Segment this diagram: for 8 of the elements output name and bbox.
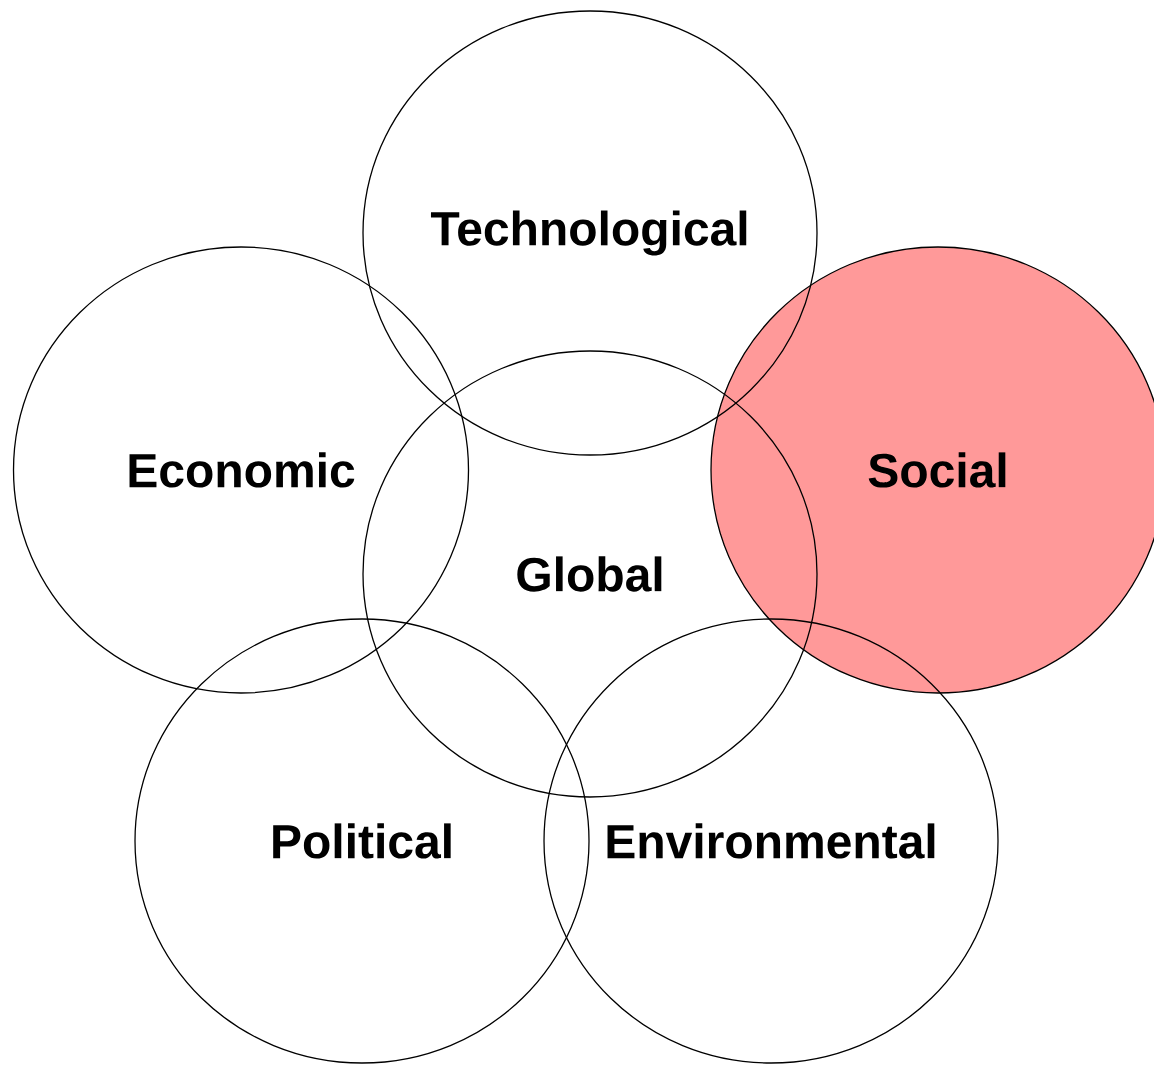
circle-label: Global xyxy=(517,556,662,592)
circle xyxy=(362,350,818,798)
circle xyxy=(134,618,590,1064)
circle xyxy=(362,10,818,456)
circle xyxy=(543,618,999,1064)
circle-label: Political xyxy=(273,823,451,859)
circle-label: Environmental xyxy=(607,823,935,859)
circle-label: Economic xyxy=(129,452,355,488)
